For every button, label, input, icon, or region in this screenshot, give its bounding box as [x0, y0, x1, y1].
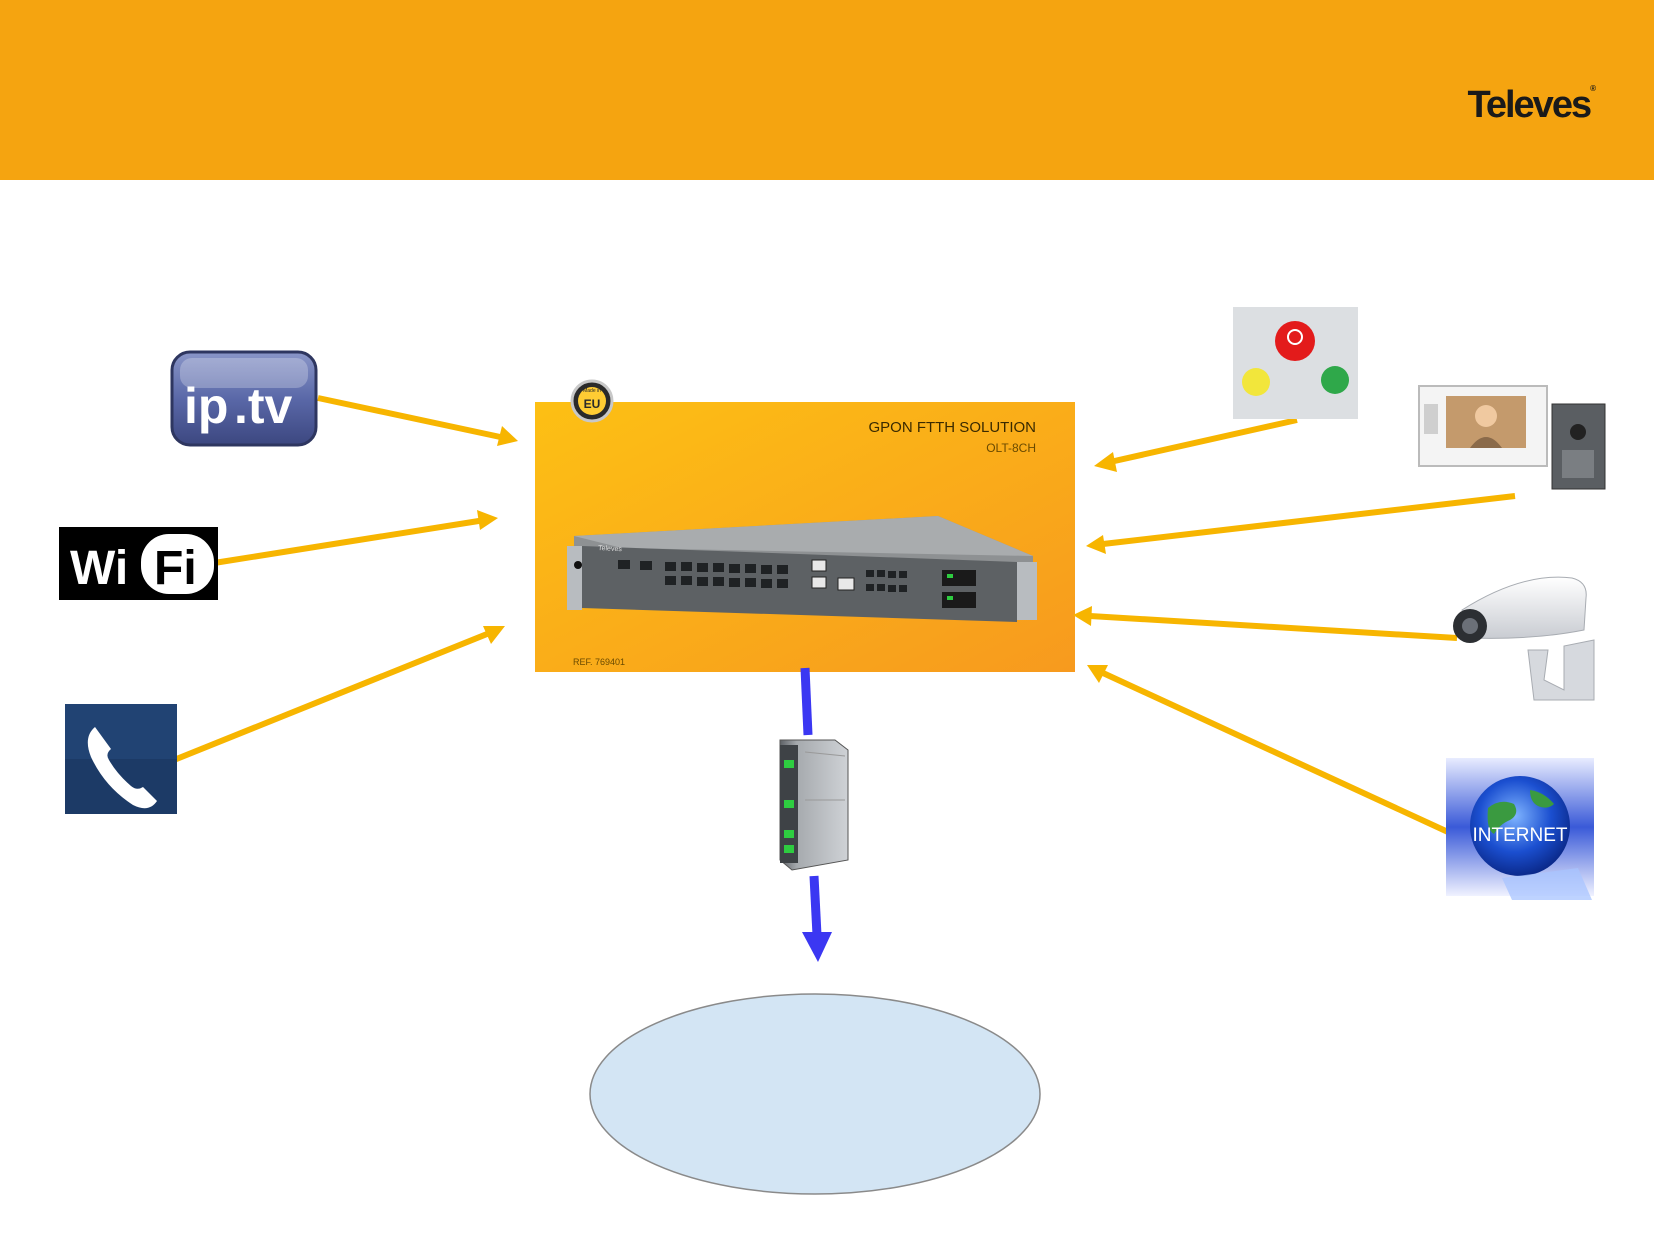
internet-globe-icon: INTERNET	[1446, 758, 1594, 900]
svg-text:ip: ip	[184, 378, 228, 434]
arrow-wifi	[213, 517, 486, 566]
optical-splitter-icon	[779, 739, 849, 871]
header-bar	[0, 0, 1654, 180]
svg-text:.tv: .tv	[234, 378, 293, 434]
panel-reference: REF. 769401	[573, 657, 625, 667]
input-arrows	[172, 395, 1516, 835]
security-camera-icon	[1453, 576, 1595, 701]
arrow-phone	[172, 629, 494, 763]
svg-text:Made in: Made in	[583, 388, 601, 394]
svg-text:EU: EU	[584, 397, 601, 411]
internet-label: INTERNET	[1473, 825, 1568, 846]
wifi-logo-icon: Wi Fi	[59, 527, 218, 600]
svg-text:Wi: Wi	[70, 542, 128, 595]
panel-model: OLT-8CH	[986, 441, 1036, 455]
arrow-alarm	[1109, 417, 1298, 465]
iptv-logo-icon: ip .tv	[170, 350, 318, 447]
panel-title: GPON FTTH SOLUTION	[868, 419, 1036, 436]
olt-rack-unit: Televes	[567, 516, 1037, 622]
video-intercom-icon	[1418, 385, 1606, 490]
arrow-intercom	[1102, 493, 1516, 547]
telephone-icon	[65, 704, 177, 814]
output-arrows	[800, 667, 832, 962]
svg-text:Fi: Fi	[154, 542, 197, 595]
arrow-internet	[1101, 670, 1450, 835]
arrow-iptv	[317, 395, 506, 441]
alarm-buttons-icon	[1233, 307, 1358, 419]
faceplate-brand: Televes	[598, 545, 623, 553]
televes-logo: Televes®	[1467, 84, 1596, 126]
made-in-eu-badge: Made in EU	[570, 379, 614, 423]
arrow-camera	[1089, 613, 1458, 641]
olt-device-panel: GPON FTTH SOLUTION OLT-8CH REF. 769401 M…	[535, 379, 1075, 672]
destination-network-ellipse	[589, 993, 1041, 1195]
